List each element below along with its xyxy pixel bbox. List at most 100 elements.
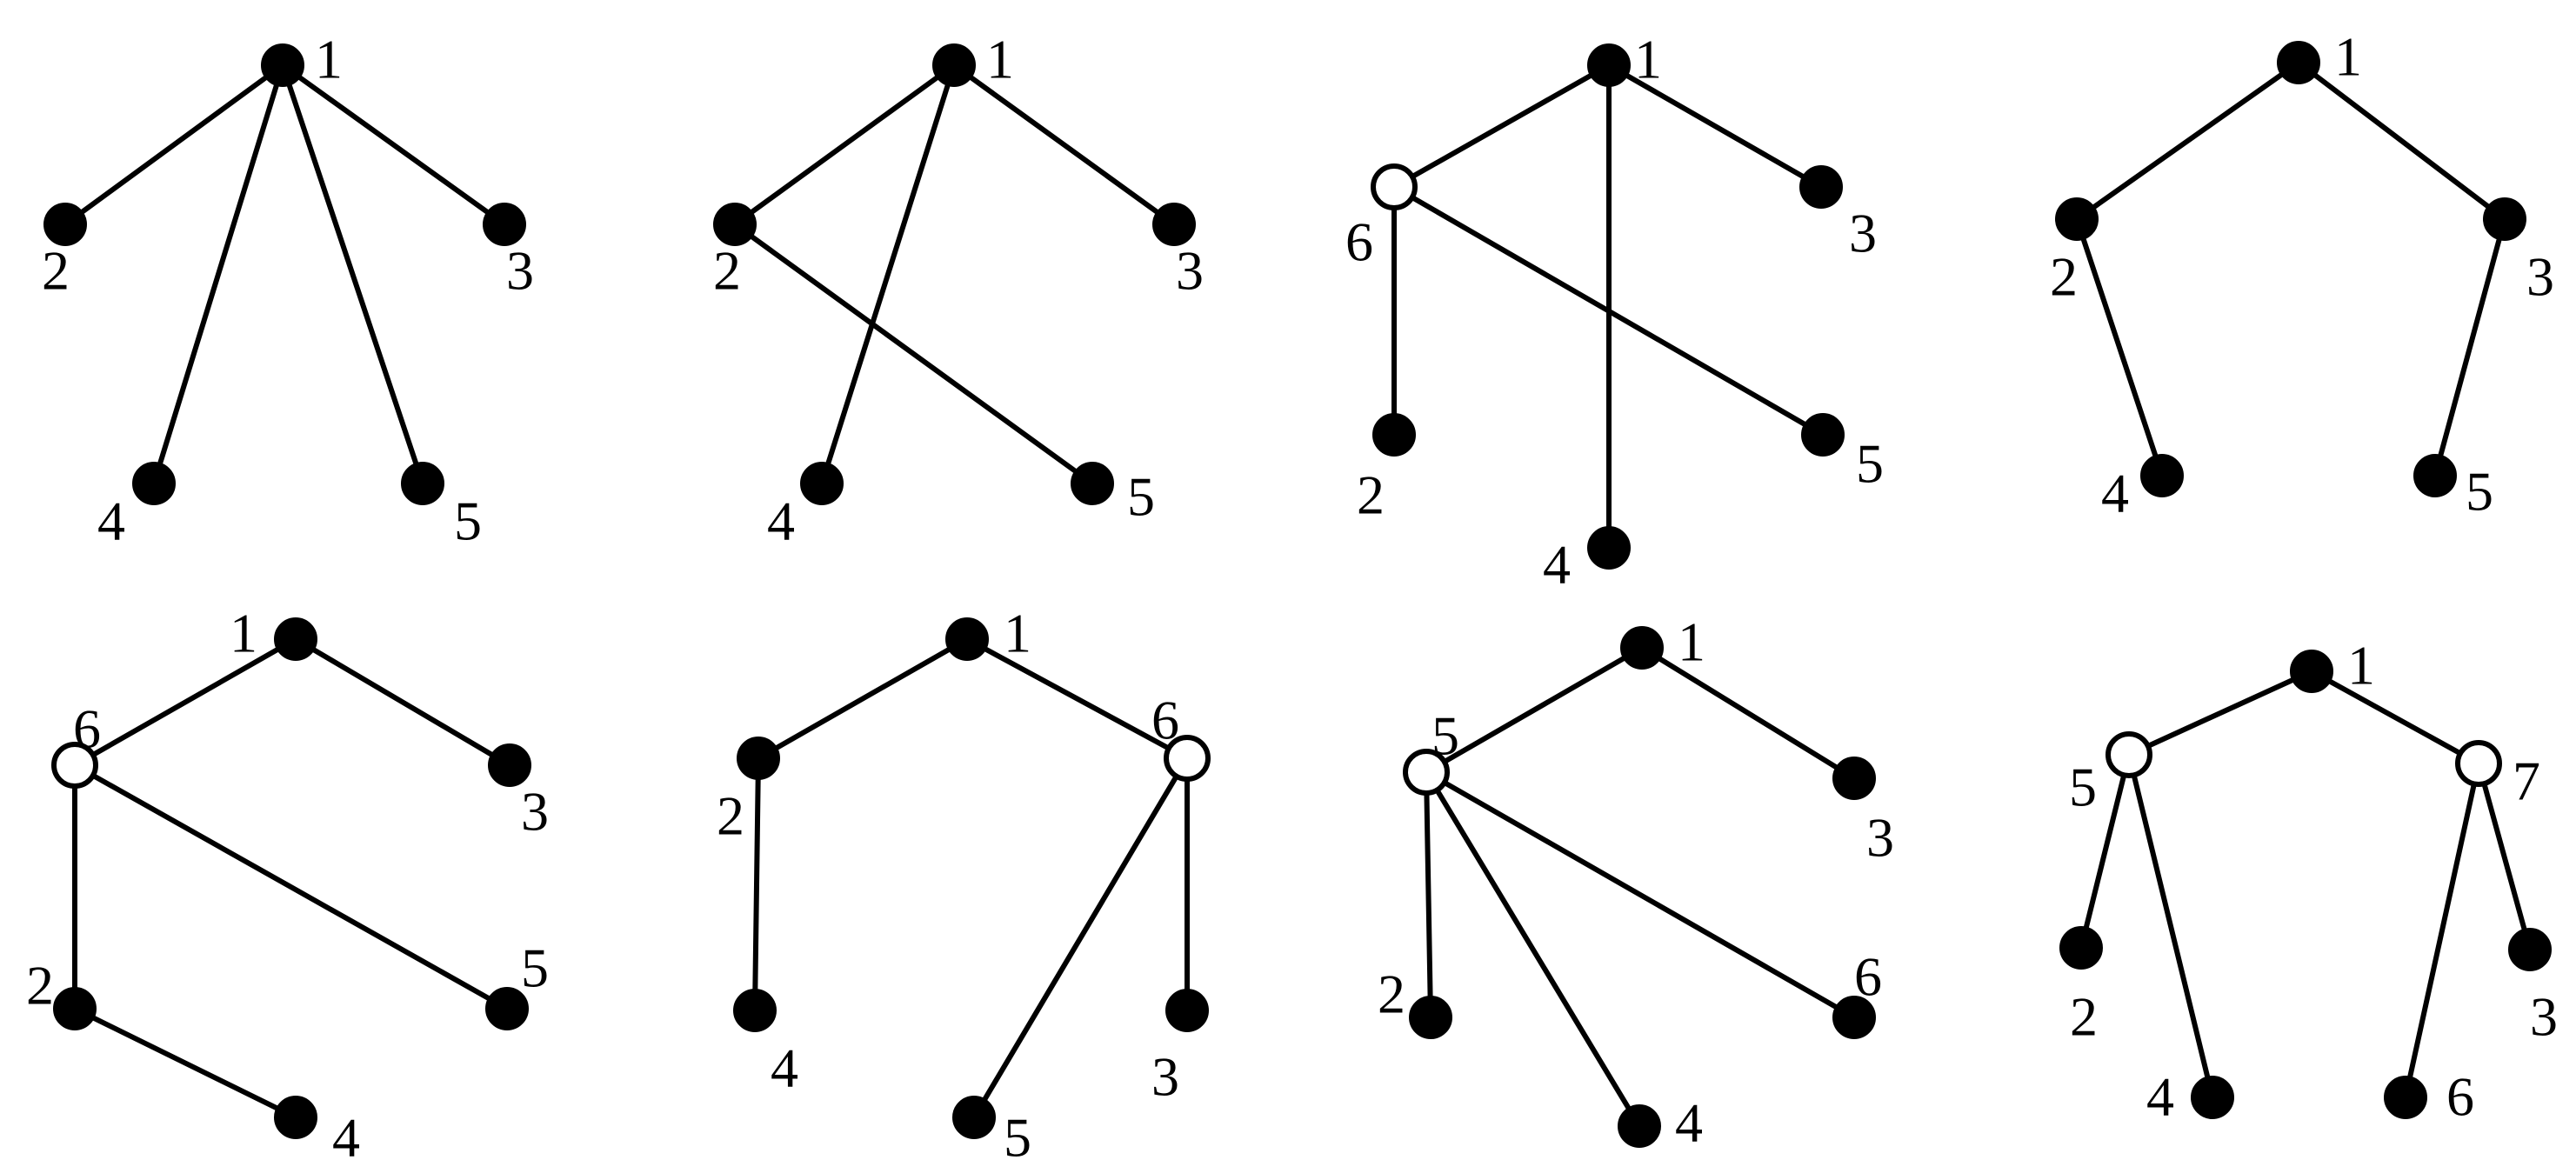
g7-node-3 xyxy=(1832,757,1876,800)
g1-node-3-label: 3 xyxy=(506,240,534,302)
g3-edge-6-5 xyxy=(1391,184,1825,437)
g2-node-1 xyxy=(932,43,976,87)
g7-edge-5-2 xyxy=(1424,770,1433,1020)
g5-node-1 xyxy=(274,617,317,661)
g7-edge-5-4 xyxy=(1424,770,1642,1129)
g2-node-1-label: 1 xyxy=(986,29,1014,90)
g2-node-4 xyxy=(800,462,844,505)
g6-node-4-label: 4 xyxy=(771,1037,798,1099)
g4-node-5-label: 5 xyxy=(2466,461,2493,523)
g8-node-6-label: 6 xyxy=(2446,1066,2474,1128)
g8-edge-7-3 xyxy=(2476,761,2533,952)
g4-edge-1-2 xyxy=(2074,60,2301,222)
g1-edge-1-3 xyxy=(280,63,507,227)
g6-node-6 xyxy=(1164,735,1211,782)
g3-node-2 xyxy=(1372,413,1416,457)
g5-node-2-label: 2 xyxy=(26,955,54,1017)
g4-node-4 xyxy=(2140,454,2184,497)
g8-node-7-label: 7 xyxy=(2513,750,2540,812)
g8-node-1-label: 1 xyxy=(2347,635,2375,697)
g6-node-4 xyxy=(733,989,777,1032)
g8-node-3 xyxy=(2508,928,2552,971)
g3-node-4-label: 4 xyxy=(1543,534,1571,596)
g5-node-5 xyxy=(485,987,529,1030)
g4-node-1 xyxy=(2277,41,2320,84)
g1-node-3 xyxy=(483,203,526,246)
g4-node-2 xyxy=(2055,197,2099,241)
g6-edge-6-5 xyxy=(971,756,1190,1120)
g8-node-3-label: 3 xyxy=(2530,986,2558,1048)
g7-node-6-label: 6 xyxy=(1854,946,1882,1008)
g5-node-6 xyxy=(51,742,98,789)
g3-node-5 xyxy=(1801,413,1845,457)
g2-edge-1-3 xyxy=(951,63,1177,227)
g5-node-5-label: 5 xyxy=(521,937,549,999)
g4-edge-3-5 xyxy=(2433,217,2507,478)
g8-node-7 xyxy=(2455,740,2502,787)
g2-node-5 xyxy=(1071,462,1114,505)
g4-node-3 xyxy=(2483,197,2526,241)
g6-node-2 xyxy=(737,737,780,780)
g1-node-2-label: 2 xyxy=(42,240,70,302)
g2-edge-2-5 xyxy=(732,222,1095,486)
g7-node-4 xyxy=(1618,1104,1661,1148)
g5-edge-2-4 xyxy=(72,1006,298,1120)
g4-node-1-label: 1 xyxy=(2334,26,2362,88)
g8-node-2-label: 2 xyxy=(2070,986,2098,1048)
g1-edge-1-4 xyxy=(151,63,285,486)
g3-node-5-label: 5 xyxy=(1856,433,1884,495)
g5-edge-1-3 xyxy=(293,637,512,768)
g2-node-3 xyxy=(1152,203,1196,246)
g1-edge-1-2 xyxy=(63,63,285,227)
g6-edge-1-2 xyxy=(756,637,970,761)
g2-node-2-label: 2 xyxy=(713,240,741,302)
g3-node-2-label: 2 xyxy=(1357,464,1385,526)
g8-edge-1-5 xyxy=(2126,669,2314,757)
g8-node-2 xyxy=(2059,926,2103,970)
g3-node-4 xyxy=(1587,526,1631,570)
g2-node-4-label: 4 xyxy=(767,490,795,552)
g8-edge-5-4 xyxy=(2126,752,2215,1100)
g8-edge-7-6 xyxy=(2403,761,2481,1100)
g3-node-3-label: 3 xyxy=(1849,203,1877,264)
nodes-layer xyxy=(43,41,2552,1148)
g6-node-1 xyxy=(945,617,989,661)
g3-node-1 xyxy=(1587,43,1631,87)
g5-edge-6-5 xyxy=(72,763,510,1011)
g5-edge-1-6 xyxy=(72,637,298,768)
g3-node-3 xyxy=(1799,165,1843,209)
g6-node-3-label: 3 xyxy=(1151,1046,1179,1108)
g4-node-2-label: 2 xyxy=(2050,246,2078,308)
g7-node-5-label: 5 xyxy=(1431,705,1459,767)
g8-node-5-label: 5 xyxy=(2069,757,2097,818)
g1-node-5-label: 5 xyxy=(454,490,482,552)
g5-node-3 xyxy=(488,743,531,787)
g3-node-1-label: 1 xyxy=(1634,29,1662,90)
g6-node-6-label: 6 xyxy=(1151,690,1179,751)
g7-node-4-label: 4 xyxy=(1675,1092,1703,1154)
g1-node-1-label: 1 xyxy=(315,29,343,90)
g7-node-6 xyxy=(1832,996,1876,1039)
g8-edge-5-2 xyxy=(2079,752,2132,950)
g1-node-1 xyxy=(261,43,304,87)
g2-edge-1-2 xyxy=(732,63,957,227)
g4-node-5 xyxy=(2413,454,2457,497)
g1-node-5 xyxy=(401,462,444,505)
g2-node-3-label: 3 xyxy=(1176,240,1204,302)
g4-edge-1-3 xyxy=(2296,60,2507,222)
g8-node-4 xyxy=(2191,1076,2234,1119)
g2-edge-1-4 xyxy=(819,63,957,486)
g8-edge-1-7 xyxy=(2309,669,2481,766)
g5-node-4-label: 4 xyxy=(332,1107,360,1160)
g6-node-5 xyxy=(952,1096,996,1139)
g1-node-4 xyxy=(132,462,176,505)
g6-node-2-label: 2 xyxy=(717,785,744,847)
g6-node-1-label: 1 xyxy=(1004,603,1031,664)
g3-edge-1-3 xyxy=(1606,63,1824,190)
g7-node-3-label: 3 xyxy=(1866,807,1894,869)
g5-node-6-label: 6 xyxy=(73,698,101,760)
g4-node-3-label: 3 xyxy=(2526,246,2554,308)
g2-node-2 xyxy=(713,203,757,246)
g5-node-3-label: 3 xyxy=(521,781,549,843)
